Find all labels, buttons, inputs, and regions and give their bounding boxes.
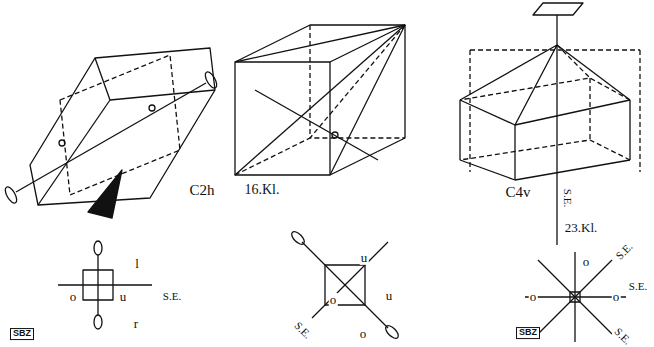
class-symbol: C2h [188,182,215,199]
class-symbol: C4v [504,184,531,201]
face-letter: u [119,290,128,304]
face-letter: o [359,327,368,341]
plane-label: S.E. [162,290,182,302]
face-letter: o [529,290,538,304]
logo-mark: SBZ [10,328,34,340]
plane-label: S.E. [612,325,635,347]
face-letter: o [612,290,621,304]
face-letter: o [329,293,338,307]
face-letter: l [134,257,140,271]
face-letter: r [133,317,139,331]
face-letter: o [582,255,591,269]
class-number: 16.Kl. [244,182,281,197]
face-letter: u [385,289,394,303]
face-letter: o [69,290,78,304]
logo-mark: SBZ [516,327,540,339]
plane-label: S.E. [292,319,315,342]
class-number: 23.Kl. [564,221,599,235]
plane-label: S.E. [613,240,636,263]
plane-label: S.E. [628,280,648,292]
face-letter: u [360,251,369,265]
plane-label: S.E. [562,188,574,208]
